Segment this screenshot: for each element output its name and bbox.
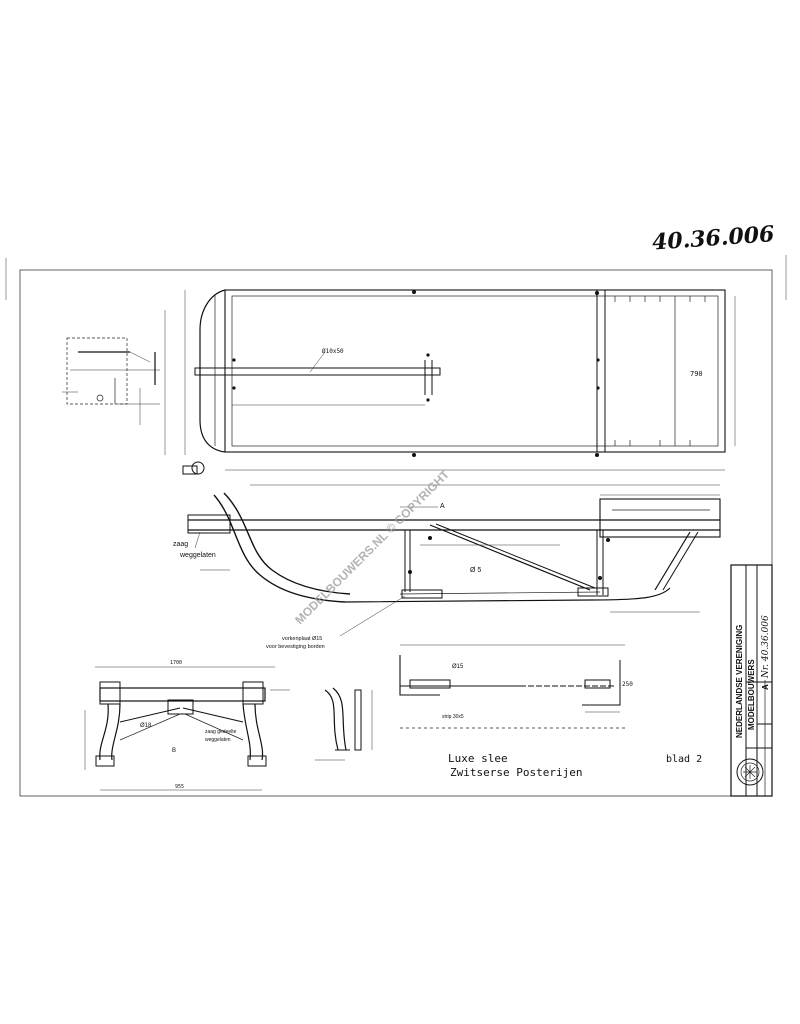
label-lbl-b: B [172, 748, 176, 754]
org-name-line2: MODELBOUWERS [747, 659, 756, 730]
title-block: NEDERLANDSE VERENIGING MODELBOUWERS Nr. … [730, 564, 773, 797]
label-dim-1700: 1700 [170, 660, 182, 666]
label-rod-diameter: Ø10x50 [322, 348, 344, 355]
side-elevation: zaag weggelaten Ø 5 A vorkenplaat Ø15 vo… [173, 484, 721, 650]
label-zaag: zaag [173, 541, 188, 548]
label-strip: strip 30x5 [442, 714, 464, 720]
label-wortelplaat: vorkenplaat Ø15 [282, 636, 322, 642]
front-view: Ø18 zaag gedeelte weggelaten B 1700 955 [84, 660, 290, 791]
label-dia-15: Ø15 [452, 664, 464, 670]
copyright-watermark: MODELBOUWERS.NL © COPYRIGHT [292, 467, 452, 627]
drawing-frame [19, 269, 773, 797]
label-dim-250: 250 [622, 681, 633, 688]
org-name-line1: NEDERLANDSE VERENIGING [735, 625, 744, 738]
dim-790: 790 [690, 370, 703, 378]
label-lbl-a: A [440, 503, 445, 510]
drawing-title-line1: Luxe slee [448, 752, 508, 765]
society-seal-icon [736, 758, 764, 786]
sheet-number: Nr. 40.36.006 [761, 615, 771, 679]
label-voor-bevestiging: voor bevestiging borden [266, 644, 325, 650]
plan-view: Ø10x50 790 [164, 289, 736, 471]
bracket-detail-bottom [315, 687, 373, 761]
label-zaagvak: zaag gedeelte [205, 729, 237, 735]
drawing-title-line2: Zwitserse Posterijen [450, 766, 582, 779]
label-weggelaten-2: weggelaten [205, 737, 231, 743]
label-dim-955: 955 [175, 784, 184, 790]
sheet-label: blad 2 [666, 754, 702, 765]
bracket-detail-top-left [62, 337, 205, 475]
sheet-size: A [761, 684, 770, 690]
strip-detail: Ø15 strip 30x5 250 [399, 644, 633, 729]
label-dia-18: Ø18 [140, 723, 152, 729]
label-weggelaten: weggelaten [179, 552, 216, 559]
drawing-number: 40.36.006 [651, 221, 775, 255]
label-dia-5: Ø 5 [470, 567, 481, 574]
